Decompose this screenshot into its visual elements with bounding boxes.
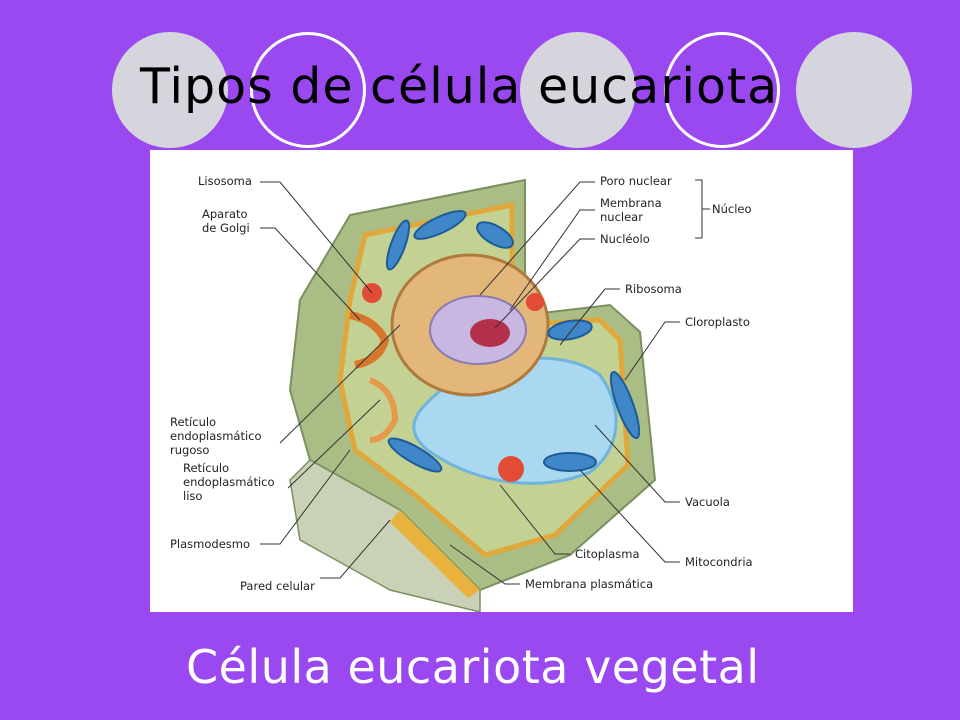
label-poro: Poro nuclear bbox=[600, 174, 672, 188]
label-ribosoma: Ribosoma bbox=[625, 282, 682, 296]
label-ser-1: Retículo bbox=[183, 461, 229, 475]
label-membrana-plasmatica: Membrana plasmática bbox=[525, 577, 653, 591]
label-ser-3: liso bbox=[183, 489, 202, 503]
label-mitocondria: Mitocondria bbox=[685, 555, 753, 569]
leader-pared bbox=[320, 519, 391, 579]
label-cloroplasto: Cloroplasto bbox=[685, 315, 750, 329]
label-ser-2: endoplasmático bbox=[183, 475, 275, 489]
leader-ribosoma bbox=[559, 288, 620, 346]
leader-citoplasma bbox=[499, 484, 570, 555]
label-rer-2: endoplasmático bbox=[170, 429, 262, 443]
leader-vacuola bbox=[594, 424, 680, 503]
leader-rer bbox=[279, 324, 401, 444]
label-rer-3: rugoso bbox=[170, 443, 209, 457]
leader-membrana-plasmatica bbox=[449, 544, 520, 585]
leader-golgi bbox=[260, 227, 361, 321]
chloroplast-shape-1 bbox=[413, 210, 467, 240]
cell-wall-yellow-edge bbox=[390, 510, 480, 598]
slide-title: Tipos de célula eucariota bbox=[140, 58, 779, 115]
plant-cell-illustration: Lisosoma Aparato de Golgi Retículo endop… bbox=[170, 174, 753, 612]
label-nucleolo: Nucléolo bbox=[600, 232, 650, 246]
leader-cloroplasto bbox=[624, 321, 680, 381]
label-citoplasma: Citoplasma bbox=[575, 547, 640, 561]
leader-membrana-nuclear bbox=[509, 209, 595, 311]
leader-ser bbox=[287, 399, 381, 489]
label-rer-1: Retículo bbox=[170, 415, 216, 429]
label-pared: Pared celular bbox=[240, 579, 315, 593]
smooth-er-shape bbox=[368, 377, 399, 443]
decor-circle-4 bbox=[664, 32, 780, 148]
label-vacuola: Vacuola bbox=[685, 495, 730, 509]
chloroplast-shape-3 bbox=[387, 437, 443, 473]
decor-circle-1 bbox=[112, 32, 228, 148]
label-lisosoma: Lisosoma bbox=[198, 174, 252, 188]
label-membrana-nuclear-1: Membrana bbox=[600, 196, 662, 210]
decor-circle-5 bbox=[796, 32, 912, 148]
nucleo-bracket bbox=[695, 179, 703, 239]
slide-subtitle: Célula eucariota vegetal bbox=[186, 640, 760, 694]
leader-plasmodesmo bbox=[260, 449, 351, 545]
label-plasmodesmo: Plasmodesmo bbox=[170, 537, 250, 551]
decor-circle-3 bbox=[520, 32, 636, 148]
leader-nucleolo bbox=[494, 238, 595, 329]
label-golgi-1: Aparato bbox=[202, 207, 248, 221]
label-membrana-nuclear-2: nuclear bbox=[600, 210, 643, 224]
leader-lisosoma bbox=[260, 181, 373, 294]
leader-poro bbox=[479, 181, 595, 296]
lysosome-shape-3 bbox=[498, 456, 524, 482]
chloroplast-shape-2 bbox=[609, 370, 641, 440]
label-golgi-2: de Golgi bbox=[202, 221, 250, 235]
mitochondrion-shape-3 bbox=[543, 452, 597, 472]
nucleolus-shape bbox=[470, 319, 510, 347]
mitochondrion-shape-2 bbox=[547, 319, 593, 341]
chloroplast-shape-4 bbox=[385, 219, 411, 271]
lysosome-shape-2 bbox=[526, 293, 544, 311]
leader-mitocondria bbox=[579, 469, 680, 563]
decor-circle-2 bbox=[250, 32, 366, 148]
mitochondrion-shape-1 bbox=[476, 221, 514, 249]
plant-cell-diagram: Lisosoma Aparato de Golgi Retículo endop… bbox=[150, 150, 853, 612]
label-nucleo: Núcleo bbox=[712, 202, 752, 216]
cell-wall-front bbox=[289, 459, 481, 612]
